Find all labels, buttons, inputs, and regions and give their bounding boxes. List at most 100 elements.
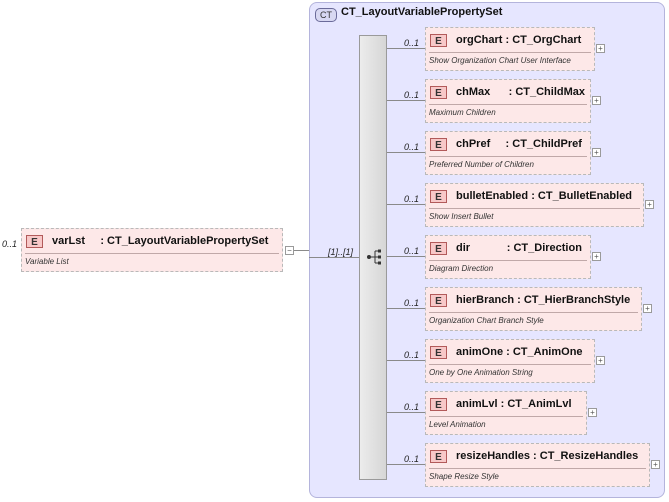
element-type: : CT_BulletEnabled <box>531 190 633 202</box>
element-badge: E <box>430 86 447 99</box>
child-multiplicity: 0..1 <box>404 246 420 256</box>
complex-type-badge: CT <box>315 8 337 22</box>
element-badge: E <box>430 346 447 359</box>
element-description: Organization Chart Branch Style <box>429 316 544 325</box>
connector-line <box>387 464 425 465</box>
element-label: animLvl : CT_AnimLvl <box>456 398 572 410</box>
element-type: : CT_HierBranchStyle <box>517 294 631 306</box>
element-chpref[interactable]: E chPref : CT_ChildPref Preferred Number… <box>425 131 591 175</box>
complex-type-title: CT_LayoutVariablePropertySet <box>341 6 503 18</box>
element-badge: E <box>430 450 447 463</box>
element-badge: E <box>430 190 447 203</box>
root-element-varlst[interactable]: E varLst : CT_LayoutVariablePropertySet … <box>21 228 283 272</box>
element-name: hierBranch <box>456 294 515 306</box>
element-type: : CT_LayoutVariablePropertySet <box>100 235 269 247</box>
connector-line <box>387 152 425 153</box>
separator <box>25 253 279 254</box>
element-description: Level Animation <box>429 420 486 429</box>
element-animlvl[interactable]: E animLvl : CT_AnimLvl Level Animation <box>425 391 587 435</box>
child-multiplicity: 0..1 <box>404 350 420 360</box>
separator <box>429 156 587 157</box>
element-description: Variable List <box>25 257 69 266</box>
expand-icon[interactable]: + <box>643 304 652 313</box>
element-dir[interactable]: E dir : CT_Direction Diagram Direction <box>425 235 591 279</box>
element-badge: E <box>430 138 447 151</box>
connector-line <box>294 250 309 251</box>
element-description: One by One Animation String <box>429 368 533 377</box>
element-animone[interactable]: E animOne : CT_AnimOne One by One Animat… <box>425 339 595 383</box>
element-label: resizeHandles : CT_ResizeHandles <box>456 450 638 462</box>
child-multiplicity: 0..1 <box>404 90 420 100</box>
separator <box>429 260 587 261</box>
root-multiplicity: 0..1 <box>2 239 18 249</box>
element-label: bulletEnabled : CT_BulletEnabled <box>456 190 632 202</box>
child-multiplicity: 0..1 <box>404 38 420 48</box>
connector-line <box>387 256 425 257</box>
sequence-multiplicity: [1]..[1] <box>328 247 354 257</box>
separator <box>429 468 646 469</box>
element-type: : CT_OrgChart <box>505 34 582 46</box>
element-description: Shape Resize Style <box>429 472 499 481</box>
element-name: orgChart <box>456 34 503 46</box>
connector-line <box>309 257 359 258</box>
element-name: resizeHandles <box>456 450 530 462</box>
element-label: hierBranch : CT_HierBranchStyle <box>456 294 630 306</box>
sequence-icon[interactable] <box>367 249 383 265</box>
element-name: animLvl <box>456 398 498 410</box>
element-type: : CT_ChildPref <box>505 138 582 150</box>
expand-icon[interactable]: + <box>596 356 605 365</box>
element-name: animOne <box>456 346 504 358</box>
element-name: chMax <box>456 86 491 98</box>
element-type: : CT_AnimLvl <box>500 398 572 410</box>
element-name: varLst <box>52 235 86 247</box>
element-label: chPref : CT_ChildPref <box>456 138 582 150</box>
element-label: varLst : CT_LayoutVariablePropertySet <box>52 235 268 247</box>
element-chmax[interactable]: E chMax : CT_ChildMax Maximum Children <box>425 79 591 123</box>
element-label: dir : CT_Direction <box>456 242 582 254</box>
expand-icon[interactable]: + <box>592 148 601 157</box>
expand-icon[interactable]: + <box>592 96 601 105</box>
element-name: bulletEnabled <box>456 190 529 202</box>
expand-icon[interactable]: + <box>588 408 597 417</box>
connector-line <box>387 204 425 205</box>
child-multiplicity: 0..1 <box>404 454 420 464</box>
element-orgchart[interactable]: E orgChart : CT_OrgChart Show Organizati… <box>425 27 595 71</box>
child-multiplicity: 0..1 <box>404 142 420 152</box>
element-description: Diagram Direction <box>429 264 494 273</box>
element-badge: E <box>430 34 447 47</box>
collapse-toggle-icon[interactable]: − <box>285 246 294 255</box>
element-type: : CT_Direction <box>506 242 582 254</box>
element-badge: E <box>430 242 447 255</box>
expand-icon[interactable]: + <box>645 200 654 209</box>
element-label: orgChart : CT_OrgChart <box>456 34 581 46</box>
element-type: : CT_AnimOne <box>506 346 583 358</box>
expand-icon[interactable]: + <box>651 460 660 469</box>
element-description: Maximum Children <box>429 108 496 117</box>
element-hierbranch[interactable]: E hierBranch : CT_HierBranchStyle Organi… <box>425 287 642 331</box>
separator <box>429 208 640 209</box>
element-badge: E <box>430 398 447 411</box>
element-label: chMax : CT_ChildMax <box>456 86 585 98</box>
element-name: dir <box>456 242 471 254</box>
element-badge: E <box>430 294 447 307</box>
connector-line <box>387 100 425 101</box>
separator <box>429 52 591 53</box>
child-multiplicity: 0..1 <box>404 194 420 204</box>
separator <box>429 104 587 105</box>
element-resizehandles[interactable]: E resizeHandles : CT_ResizeHandles Shape… <box>425 443 650 487</box>
expand-icon[interactable]: + <box>592 252 601 261</box>
child-multiplicity: 0..1 <box>404 402 420 412</box>
separator <box>429 312 638 313</box>
element-label: animOne : CT_AnimOne <box>456 346 583 358</box>
element-badge: E <box>26 235 43 248</box>
element-description: Show Insert Bullet <box>429 212 494 221</box>
connector-line <box>387 48 425 49</box>
element-bulletenabled[interactable]: E bulletEnabled : CT_BulletEnabled Show … <box>425 183 644 227</box>
connector-line <box>387 412 425 413</box>
expand-icon[interactable]: + <box>596 44 605 53</box>
element-description: Show Organization Chart User Interface <box>429 56 571 65</box>
separator <box>429 364 591 365</box>
element-type: : CT_ResizeHandles <box>533 450 639 462</box>
child-multiplicity: 0..1 <box>404 298 420 308</box>
connector-line <box>387 308 425 309</box>
